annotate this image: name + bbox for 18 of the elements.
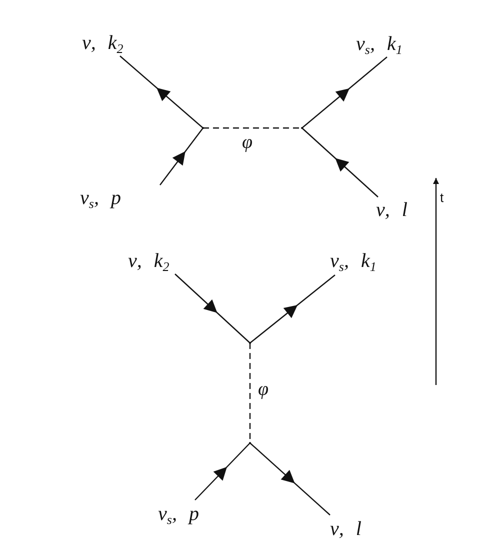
particle-label: ν, k$_{2}$ <box>128 250 170 272</box>
particle-label: ν$_{s}$, k$_{1}$ <box>356 32 402 56</box>
arrow-line <box>302 56 388 128</box>
arrow-line <box>250 442 330 516</box>
particle-label: ν, k$_{2}$ <box>82 32 124 54</box>
particle-label: ν$_{s}$, p <box>158 502 199 526</box>
arrow-line <box>302 128 378 198</box>
particle-label: ν, l <box>376 198 408 222</box>
arrow-line <box>174 274 250 344</box>
arrow-line <box>250 274 336 344</box>
arrow-line <box>194 442 250 500</box>
particle-label: ν$_{s}$, p <box>80 186 121 210</box>
arrow-line <box>120 56 204 128</box>
dashed-line <box>203 127 302 129</box>
particle-label: ν$_{s}$, k$_{1}$ <box>330 250 376 273</box>
arrow-line <box>160 128 204 186</box>
axis-label: t <box>440 190 444 205</box>
particle-label: ν, l <box>330 518 362 540</box>
